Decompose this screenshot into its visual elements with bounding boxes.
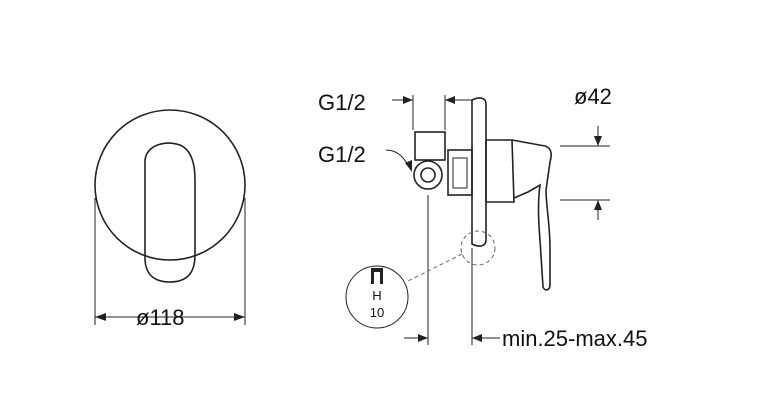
detail-marker-circle xyxy=(460,230,496,266)
d42-arrow-bottom xyxy=(594,200,602,210)
side-inlet-outer xyxy=(413,160,443,190)
detail-slot xyxy=(371,268,383,284)
valve-body xyxy=(447,149,473,196)
top-dim-arrow-left xyxy=(403,96,413,104)
side-view: G1/2 G1/2 ø42 min.25-max.45 xyxy=(318,84,648,351)
top-inlet-label: G1/2 xyxy=(318,90,366,115)
detail-callout: H 10 xyxy=(345,230,496,329)
handle-hub xyxy=(485,139,515,203)
d42-arrow-top xyxy=(594,136,602,146)
d42-label: ø42 xyxy=(574,84,612,109)
depth-label: min.25-max.45 xyxy=(502,326,648,351)
side-inlet-leader xyxy=(385,149,411,169)
side-inlet-inner xyxy=(420,167,436,183)
lever-side-profile xyxy=(511,139,552,291)
cover-plate-outline xyxy=(94,109,246,261)
front-arrow-right xyxy=(234,313,245,321)
side-inlet-leader-arrow xyxy=(405,160,412,172)
detail-circle xyxy=(345,265,409,329)
front-arrow-left xyxy=(95,313,106,321)
lever-handle-outline xyxy=(144,142,196,283)
side-inlet-label: G1/2 xyxy=(318,142,366,167)
valve-body-inner xyxy=(452,157,468,189)
depth-arrow-right xyxy=(472,334,482,342)
detail-value: 10 xyxy=(370,305,384,320)
inlet-connector xyxy=(414,131,446,161)
wall-plate xyxy=(471,97,487,247)
front-view: ø118 xyxy=(94,109,246,330)
detail-leader xyxy=(405,253,463,283)
top-dim-arrow-right xyxy=(445,96,455,104)
detail-letter: H xyxy=(372,288,381,303)
front-diameter-label: ø118 xyxy=(136,305,185,330)
depth-arrow-left xyxy=(418,334,428,342)
